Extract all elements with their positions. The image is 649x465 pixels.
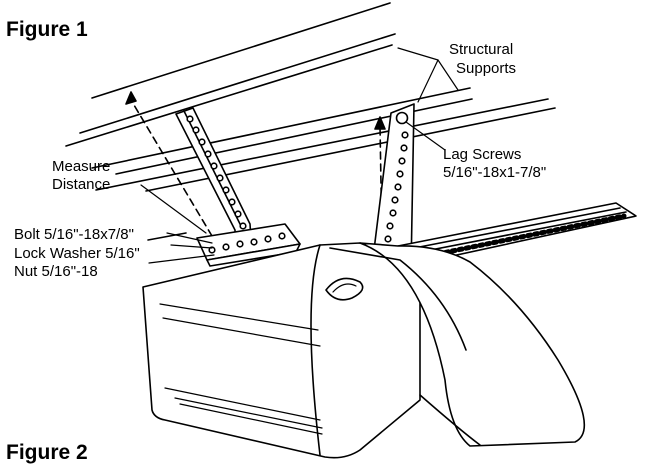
leader-lines bbox=[140, 47, 459, 264]
figure-title: Figure 1 bbox=[6, 18, 88, 41]
nut-label: Nut 5/16"-18 bbox=[14, 263, 98, 280]
lock-washer-label: Lock Washer 5/16" bbox=[14, 245, 140, 262]
motor-unit bbox=[142, 242, 586, 459]
next-figure-title: Figure 2 bbox=[6, 441, 88, 464]
structural-supports-label-line1: Structural bbox=[449, 41, 514, 58]
lag-screws-label-line1: Lag Screws bbox=[443, 146, 522, 163]
bolt-label: Bolt 5/16"-18x7/8" bbox=[14, 226, 134, 243]
measure-distance-label-line2: Distance bbox=[52, 176, 111, 193]
structural-supports bbox=[65, 2, 556, 241]
measure-distance-label-line1: Measure bbox=[52, 158, 111, 175]
lag-screw-head bbox=[395, 111, 409, 125]
angle-bracket bbox=[196, 223, 301, 267]
right-hanging-strap bbox=[373, 103, 415, 271]
structural-supports-label-line2: Supports bbox=[456, 60, 517, 77]
lag-screws-label-line2: 5/16"-18x1-7/8" bbox=[443, 164, 547, 181]
